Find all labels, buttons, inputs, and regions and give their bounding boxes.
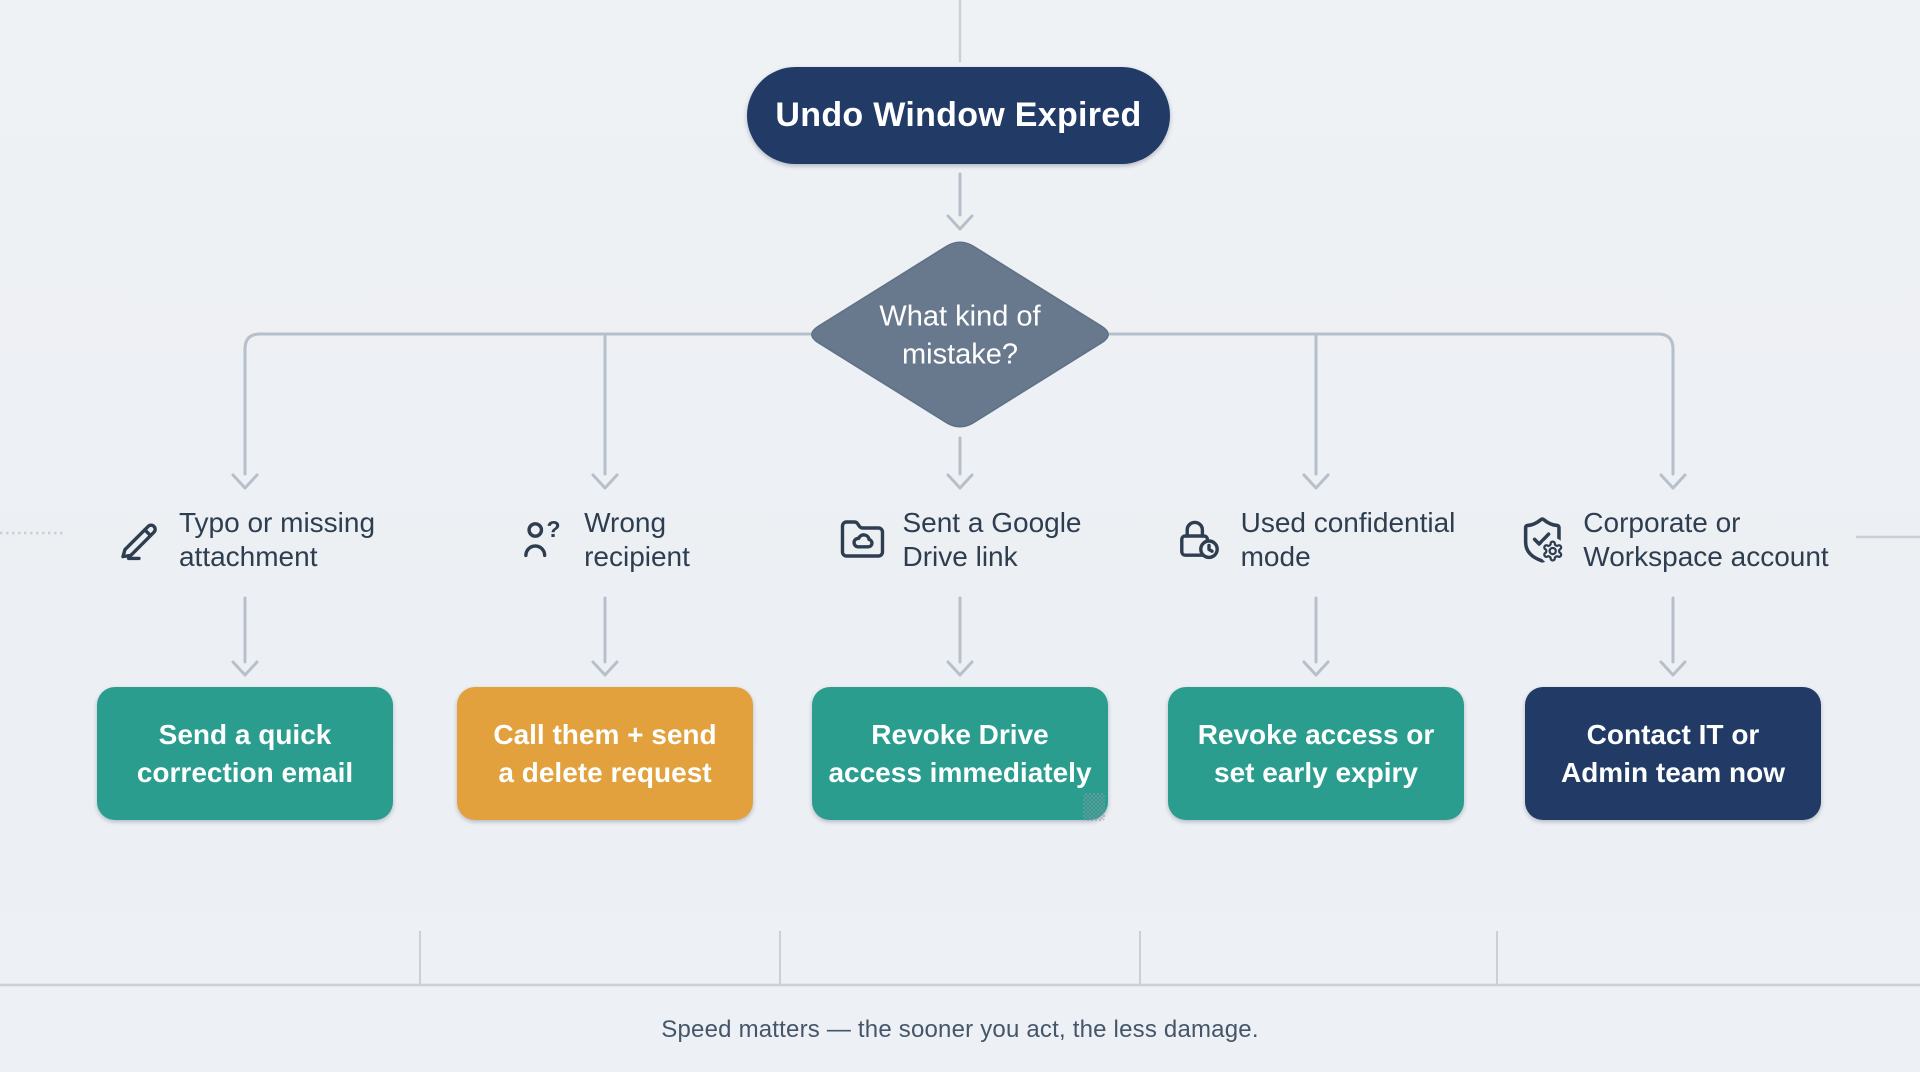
arrowhead — [1659, 660, 1687, 677]
branch-label-line1: Corporate or — [1583, 507, 1741, 538]
arrowhead — [231, 660, 259, 677]
branch-label-drive-link: Sent a Google Drive link — [838, 506, 1082, 574]
action-node-delete-request: Call them + send a delete request — [457, 687, 753, 820]
branch-label-line2: mode — [1240, 540, 1311, 572]
guide-lines — [0, 0, 1920, 987]
arrowhead — [231, 473, 259, 490]
arrowhead — [1659, 473, 1687, 490]
branch-label-typo: Typo or missing attachment — [115, 506, 375, 574]
svg-text:?: ? — [546, 516, 560, 542]
branch-label-line2: recipient — [584, 540, 690, 572]
action-label-line2: Admin team now — [1560, 756, 1785, 788]
branch-label-line1: Sent a Google — [902, 507, 1082, 538]
start-node-label: Undo Window Expired — [775, 96, 1142, 134]
branch-label-wrong-recipient: ? Wrong recipient — [520, 506, 690, 574]
arrowhead — [946, 473, 974, 490]
person-question-icon: ? — [524, 516, 561, 557]
action-node-correction-email: Send a quick correction email — [97, 687, 393, 820]
footer-caption: Speed matters — the sooner you act, the … — [661, 1016, 1259, 1043]
branch-label-line1: Wrong — [584, 507, 667, 538]
branch-label-line2: attachment — [178, 540, 318, 572]
action-label-line2: correction email — [136, 756, 354, 788]
action-node-contact-it: Contact IT or Admin team now — [1525, 687, 1821, 820]
decision-label-line1: What kind of — [879, 300, 1041, 333]
arrowhead — [591, 473, 619, 490]
branch-label-line2: Workspace account — [1583, 540, 1829, 572]
arrowhead — [946, 214, 974, 231]
arrowhead — [591, 660, 619, 677]
action-label-line2: a delete request — [498, 756, 712, 788]
folder-cloud-icon — [840, 520, 885, 558]
action-node-revoke-drive: Revoke Drive access immediately — [812, 687, 1108, 820]
action-label-line1: Call them + send — [493, 718, 717, 750]
pencil-icon — [121, 523, 157, 560]
arrowhead — [946, 660, 974, 677]
branch-label-workspace-account: Corporate or Workspace account — [1517, 506, 1829, 574]
cursor-artifact — [1083, 793, 1105, 821]
arrowhead — [1302, 660, 1330, 677]
action-label-line1: Revoke access or — [1197, 718, 1435, 750]
action-label-line2: set early expiry — [1214, 756, 1418, 788]
start-node: Undo Window Expired — [747, 67, 1170, 164]
branch-label-line2: Drive link — [902, 540, 1018, 572]
branch-label-line1: Typo or missing — [178, 507, 376, 538]
lock-clock-icon — [1180, 520, 1219, 559]
decision-label-line2: mistake? — [901, 339, 1019, 371]
action-label-line1: Revoke Drive — [871, 718, 1049, 750]
branch-label-line1: Used confidential — [1240, 507, 1456, 538]
action-label-line1: Send a quick — [158, 718, 332, 750]
branch-label-confidential-mode: Used confidential mode — [1177, 506, 1456, 574]
action-label-line1: Contact IT or — [1586, 718, 1760, 750]
action-label-line2: access immediately — [828, 756, 1092, 788]
decision-diamond-shape — [811, 241, 1109, 428]
decision-node: What kind of mistake? — [820, 298, 1100, 375]
shield-gear-icon — [1523, 517, 1566, 565]
action-node-revoke-access: Revoke access or set early expiry — [1168, 687, 1464, 820]
arrowhead — [1302, 473, 1330, 490]
